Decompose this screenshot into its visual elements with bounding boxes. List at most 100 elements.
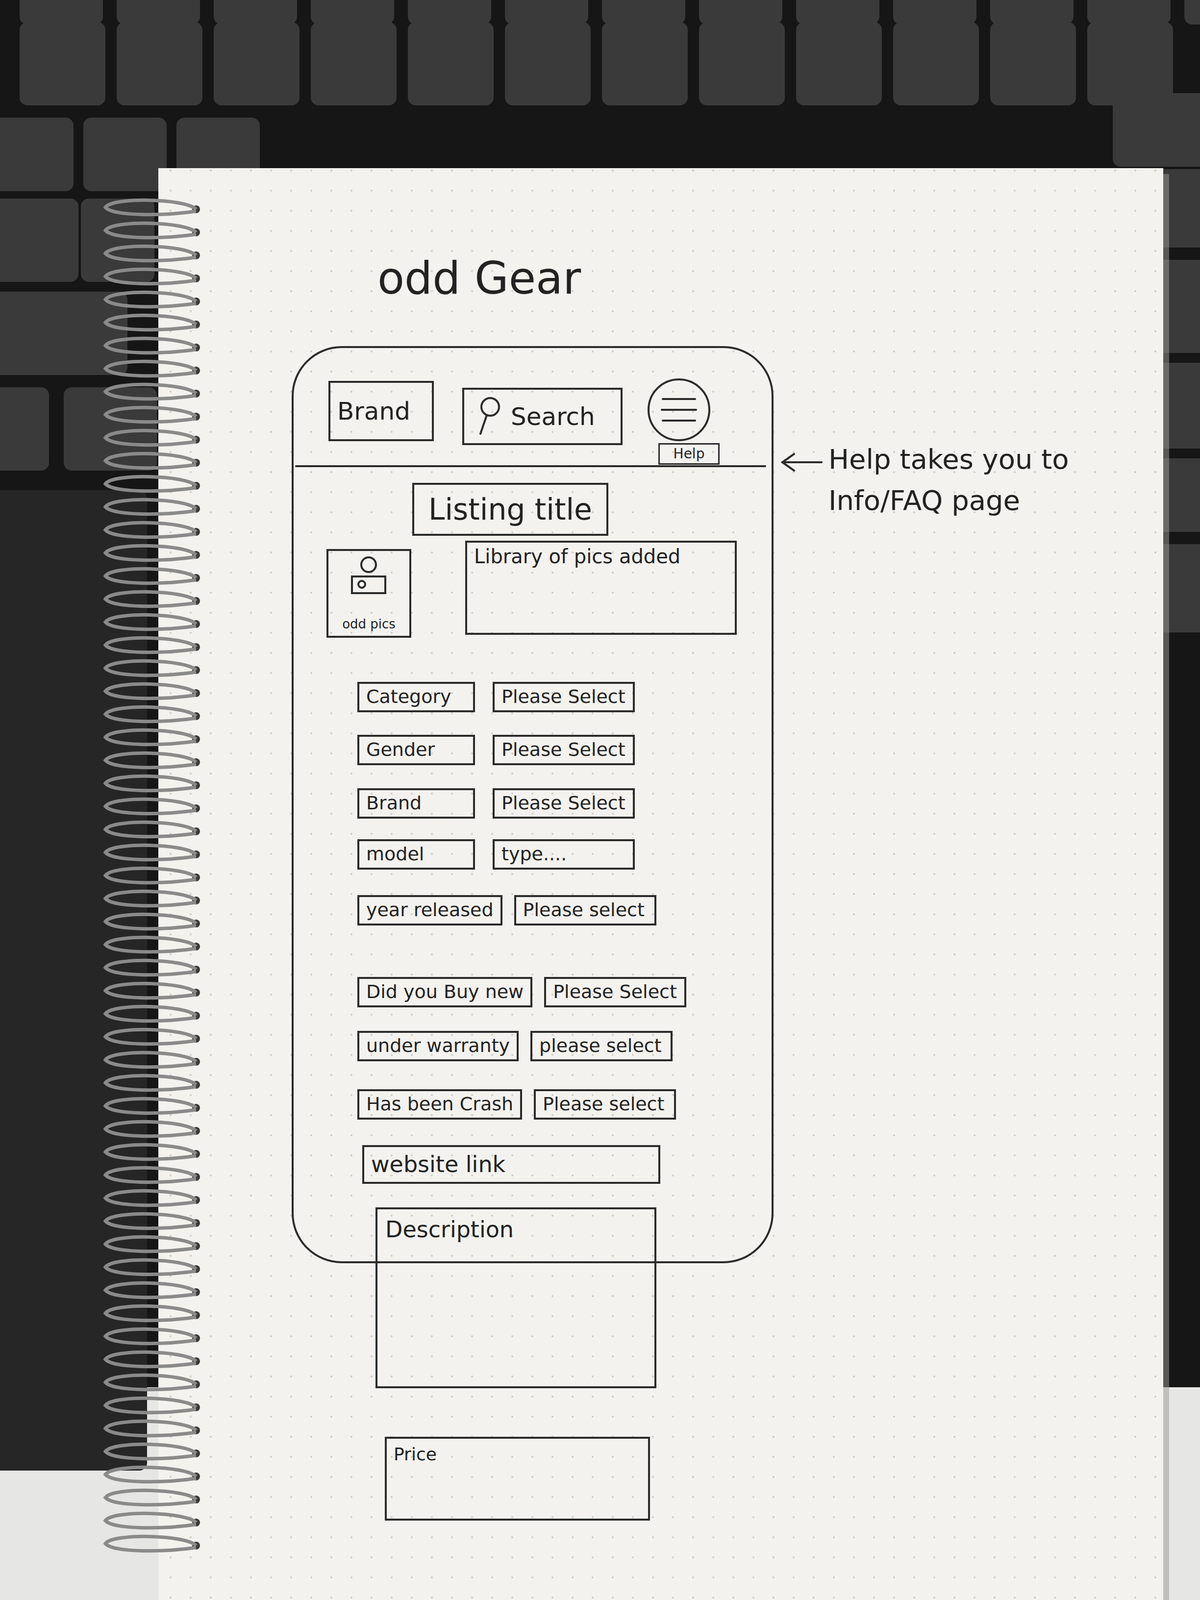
- select-field: please select: [530, 1030, 673, 1062]
- spiral-ring: [105, 1144, 197, 1159]
- spiral-ring: [105, 1490, 197, 1505]
- field-label: model: [357, 839, 475, 870]
- keyboard-key: [1087, 0, 1171, 25]
- spiral-ring: [105, 223, 197, 238]
- spiral-ring: [105, 1536, 197, 1551]
- spiral-ring: [105, 868, 197, 883]
- spiral-ring: [105, 545, 197, 560]
- select-field: Please Select: [492, 681, 635, 713]
- search-icon-handle: [480, 415, 487, 434]
- spiral-ring: [105, 1098, 197, 1113]
- notebook-page: [158, 168, 1164, 1600]
- spiral-ring: [105, 1282, 197, 1298]
- spiral-ring: [105, 1398, 197, 1413]
- keyboard-key: [504, 22, 591, 106]
- select-field: Please select: [533, 1089, 676, 1120]
- box-text: please select: [539, 1034, 662, 1058]
- box-text: Please Select: [501, 738, 626, 762]
- annotation-note: Help takes you to Info/FAQ page: [828, 438, 1143, 522]
- box-text: year released: [366, 899, 494, 922]
- menu-bar: [661, 408, 697, 411]
- field-label: Has been Crash: [357, 1089, 523, 1120]
- spiral-ring: [105, 568, 197, 583]
- spiral-ring: [105, 1075, 197, 1090]
- select-field: Please Select: [492, 734, 635, 766]
- spiral-ring: [105, 591, 197, 606]
- help-button: Help: [658, 443, 720, 465]
- spiral-ring: [105, 292, 197, 307]
- keyboard-key: [1087, 22, 1174, 106]
- box-text: Did you Buy new: [366, 980, 524, 1004]
- box-text: model: [366, 843, 425, 866]
- select-field: Please Select: [492, 788, 635, 819]
- spiral-ring: [105, 914, 197, 929]
- spiral-ring: [105, 430, 197, 445]
- search-box: Search: [462, 387, 623, 446]
- spiral-ring: [105, 1467, 197, 1482]
- field-label: under warranty: [357, 1030, 519, 1062]
- box-text: Search: [510, 401, 596, 432]
- spiral-ring: [105, 1375, 197, 1390]
- spiral-ring: [105, 269, 197, 284]
- keyboard-key: [796, 0, 880, 25]
- box-text: Please Select: [501, 685, 626, 709]
- keyboard-key: [990, 22, 1076, 106]
- photo-library: Library of pics added: [465, 540, 737, 635]
- keyboard-key: [504, 0, 589, 25]
- menu-bar: [662, 398, 696, 400]
- box-text: Price: [393, 1443, 437, 1465]
- box-text: Brand: [366, 792, 422, 815]
- keyboard-key: [601, 0, 686, 25]
- link-field: website link: [362, 1145, 661, 1184]
- keyboard-key: [0, 198, 79, 282]
- spiral-ring: [105, 1421, 197, 1436]
- field-label: Did you Buy new: [357, 976, 533, 1008]
- spiral-ring: [105, 200, 197, 215]
- box-text: Brand: [337, 396, 411, 426]
- spiral-ring: [105, 407, 197, 422]
- spiral-ring: [105, 361, 197, 376]
- box-text: Has been Crash: [366, 1093, 514, 1116]
- header-divider: [296, 465, 766, 468]
- menu-circle: [648, 379, 710, 441]
- spiral-ring: [105, 1190, 197, 1205]
- box-text: Please select: [523, 899, 645, 922]
- spiral-ring: [105, 799, 197, 814]
- brand-box: Brand: [328, 380, 434, 442]
- photo-box: odd pics: [326, 549, 412, 638]
- spiral-ring: [105, 1444, 197, 1459]
- phone-outline: [292, 347, 773, 1263]
- field-label: Brand: [357, 788, 475, 819]
- spiral-ring: [105, 315, 197, 330]
- keyboard-key: [601, 22, 688, 106]
- spiral-ring: [105, 937, 197, 952]
- page-title: odd Gear: [377, 252, 581, 304]
- spiral-ring: [105, 614, 197, 629]
- dot-grid: [158, 168, 1164, 1600]
- box-text: Listing title: [428, 491, 593, 527]
- spiral-ring: [105, 775, 197, 791]
- keyboard-key: [116, 0, 200, 25]
- spiral-ring: [105, 1328, 197, 1344]
- box-text: Please select: [542, 1093, 665, 1116]
- keyboard-key: [893, 22, 979, 106]
- spiral-ring: [105, 891, 197, 906]
- keyboard-key: [407, 0, 492, 25]
- keyboard-key: [310, 22, 397, 106]
- spiral-ring: [105, 1167, 197, 1182]
- keyboard-key: [796, 22, 882, 106]
- price-field: Price: [384, 1436, 650, 1521]
- spiral-ring: [105, 706, 197, 722]
- box-text: under warranty: [366, 1034, 510, 1058]
- keyboard-key: [1184, 0, 1200, 25]
- box-text: Gender: [366, 738, 435, 762]
- spiral-ring: [105, 752, 197, 768]
- annotation-arrowhead: [782, 453, 795, 471]
- search-icon: [481, 398, 500, 416]
- spiral-ring: [105, 1006, 197, 1021]
- spiral-ring: [105, 1213, 197, 1228]
- keyboard-key: [310, 0, 395, 25]
- keyboard-key: [407, 22, 494, 106]
- keyboard-key: [213, 22, 300, 106]
